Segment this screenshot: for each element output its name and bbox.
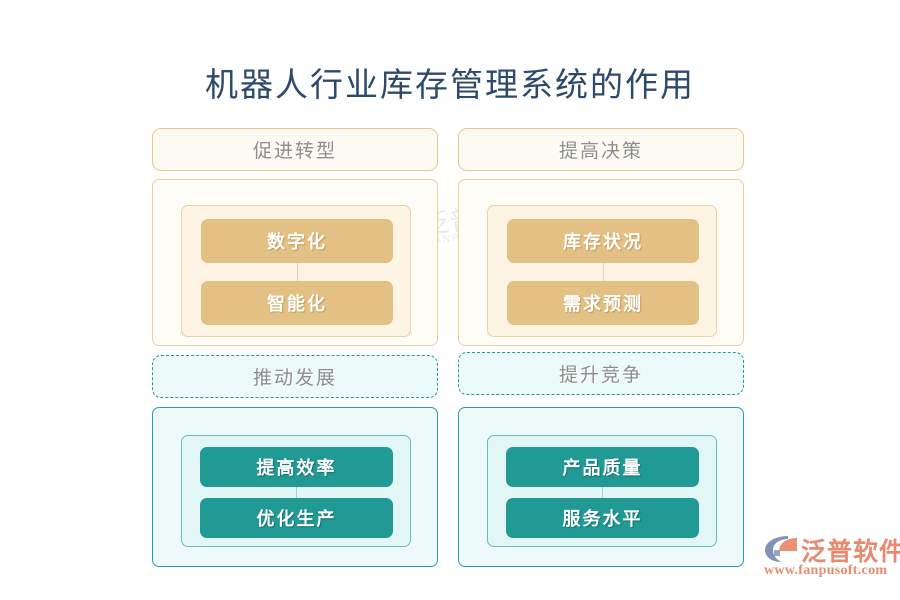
leaf-item-product-quality[interactable]: 产品质量 xyxy=(506,447,699,487)
leaf-item-optimize-production[interactable]: 优化生产 xyxy=(200,498,393,538)
fanpu-logo-icon xyxy=(765,536,797,562)
quadrant-header-promote-transformation[interactable]: 促进转型 xyxy=(152,128,438,171)
connector-line xyxy=(296,487,297,499)
quadrant-improve-decision[interactable]: 提高决策 库存状况 需求预测 xyxy=(458,128,744,346)
inner-panel-drive-development: 提高效率 优化生产 xyxy=(181,435,411,547)
quadrant-enhance-competition[interactable]: 提升竞争 产品质量 服务水平 xyxy=(458,352,744,567)
outer-panel-drive-development: 提高效率 优化生产 xyxy=(152,407,438,567)
quadrant-header-improve-decision[interactable]: 提高决策 xyxy=(458,128,744,171)
leaf-item-inventory-status[interactable]: 库存状况 xyxy=(507,219,699,263)
inner-panel-enhance-competition: 产品质量 服务水平 xyxy=(487,435,717,547)
leaf-item-demand-forecast[interactable]: 需求预测 xyxy=(507,281,699,325)
outer-panel-enhance-competition: 产品质量 服务水平 xyxy=(458,407,744,567)
leaf-item-service-level[interactable]: 服务水平 xyxy=(506,498,699,538)
outer-panel-improve-decision: 库存状况 需求预测 xyxy=(458,179,744,346)
quadrant-promote-transformation[interactable]: 促进转型 数字化 智能化 xyxy=(152,128,438,346)
brand-name: 泛普软件 xyxy=(801,538,900,566)
leaf-item-improve-efficiency[interactable]: 提高效率 xyxy=(200,447,393,487)
connector-line xyxy=(602,487,603,499)
quadrant-header-enhance-competition[interactable]: 提升竞争 xyxy=(458,352,744,395)
inner-panel-promote-transformation: 数字化 智能化 xyxy=(181,205,411,337)
brand-logo: 泛普软件 www.fanpusoft.com xyxy=(763,532,900,584)
connector-line xyxy=(603,263,604,281)
inner-panel-improve-decision: 库存状况 需求预测 xyxy=(487,205,717,337)
leaf-item-digitalization[interactable]: 数字化 xyxy=(201,219,393,263)
connector-line xyxy=(297,263,298,281)
page-title: 机器人行业库存管理系统的作用 xyxy=(205,68,695,104)
quadrant-header-drive-development[interactable]: 推动发展 xyxy=(152,355,438,398)
brand-url: www.fanpusoft.com xyxy=(764,563,888,578)
quadrant-drive-development[interactable]: 推动发展 提高效率 优化生产 xyxy=(152,355,438,567)
leaf-item-intelligentization[interactable]: 智能化 xyxy=(201,281,393,325)
outer-panel-promote-transformation: 数字化 智能化 xyxy=(152,179,438,346)
